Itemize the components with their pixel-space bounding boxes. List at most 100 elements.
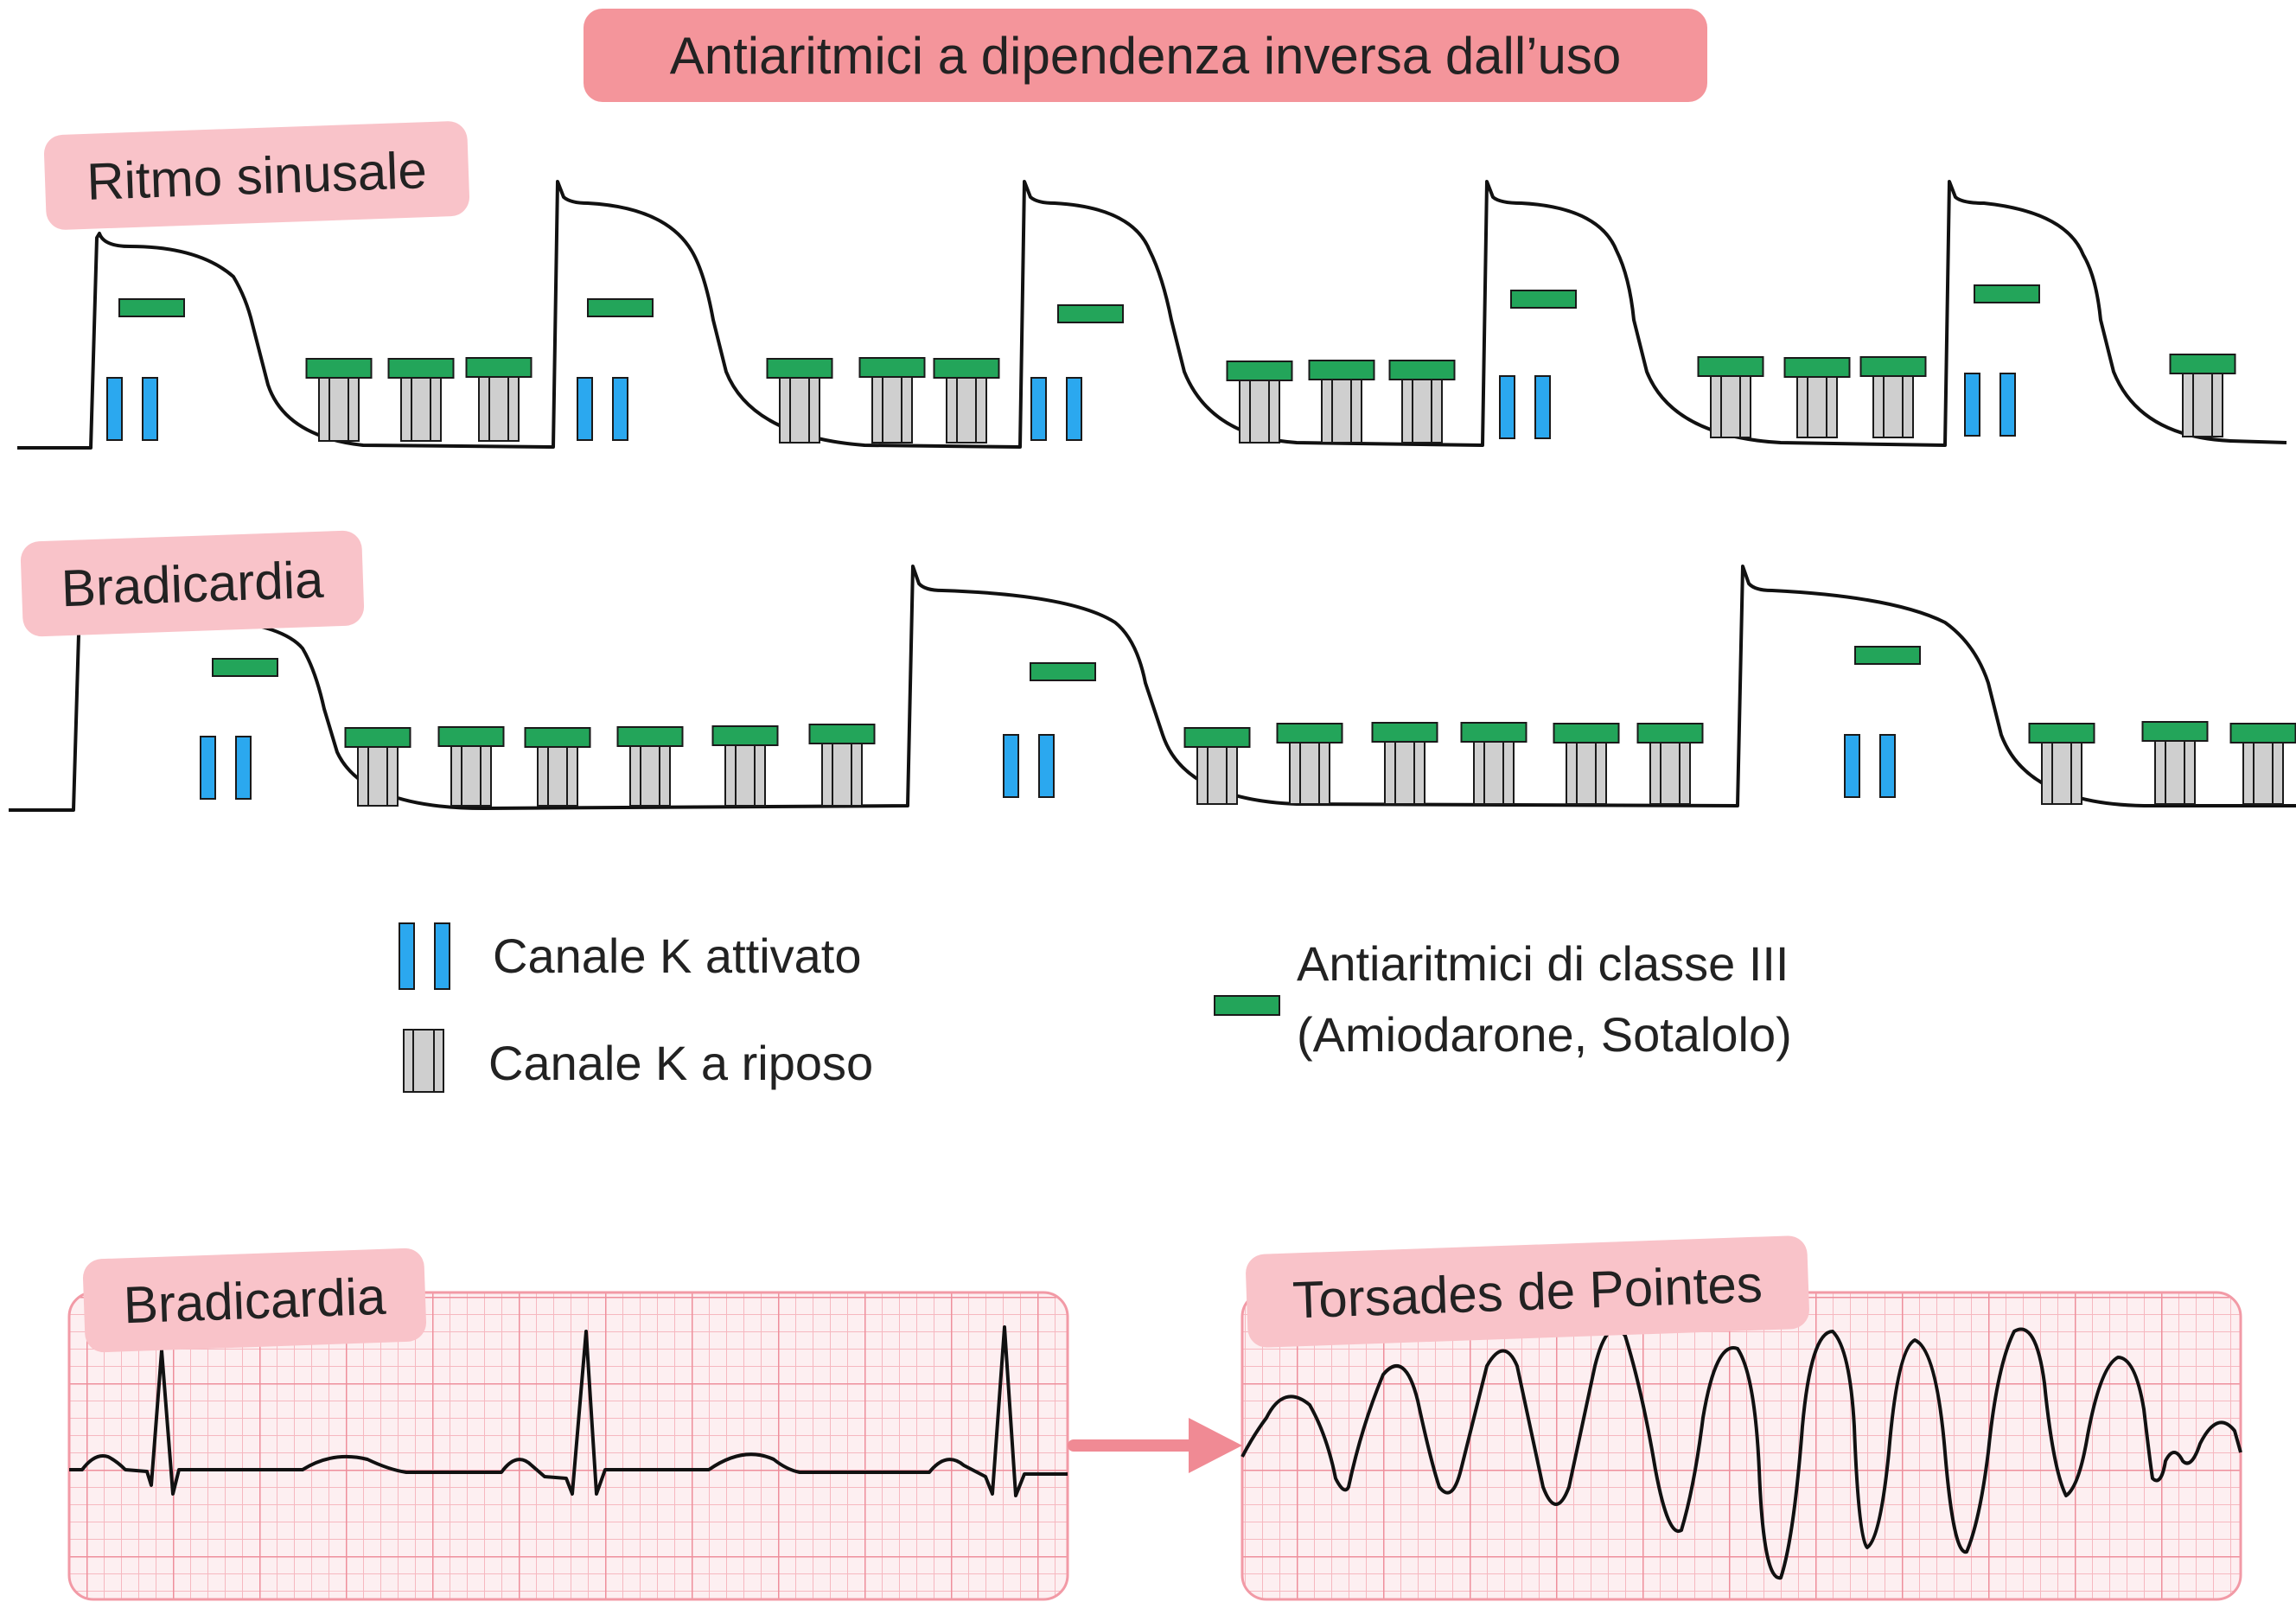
k-channel-resting <box>537 746 578 807</box>
drug-marker-bound <box>1308 360 1375 380</box>
k-channel-resting <box>2154 740 2196 805</box>
k-channel-activated <box>235 736 252 800</box>
drug-marker-bound <box>933 358 1000 379</box>
k-channel-resting <box>1566 742 1607 805</box>
sinus-action-potential-trace <box>17 180 2287 450</box>
drug-marker-bound <box>387 358 455 379</box>
ecg-torsades-strip <box>1240 1291 2242 1601</box>
k-channel-resting <box>1321 379 1362 444</box>
k-channel-activated <box>1999 373 2016 437</box>
legend-icons <box>399 922 1280 1093</box>
k-channel-activated <box>1499 375 1515 439</box>
k-channel-activated <box>1879 734 1896 798</box>
drug-marker <box>1510 290 1577 309</box>
drug-marker-bound <box>2141 721 2209 742</box>
k-channel-resting <box>318 377 360 442</box>
k-channel-resting <box>450 745 492 807</box>
k-channel-activated <box>1844 734 1860 798</box>
drug-marker-bound <box>711 725 779 746</box>
drug-marker-bound <box>1636 723 1704 743</box>
k-channel-resting <box>724 744 766 807</box>
drug-marker-bound <box>465 357 533 378</box>
drug-marker-bound <box>524 727 591 748</box>
legend-activated-icon <box>399 922 415 990</box>
k-channel-resting <box>478 376 520 442</box>
sinus-rhythm-label: Ritmo sinusale <box>43 120 470 231</box>
drug-marker-bound <box>437 726 505 747</box>
legend-drug-line1: Antiaritmici di classe III <box>1297 936 1789 991</box>
k-channel-activated <box>1038 734 1055 798</box>
k-channel-resting <box>357 746 399 807</box>
drug-marker-bound <box>1697 356 1764 377</box>
k-channel-resting <box>1289 742 1330 805</box>
k-channel-activated <box>1534 375 1551 439</box>
legend-activated-icon <box>434 922 450 990</box>
ecg-bradycardia-strip <box>67 1291 1069 1601</box>
drug-markers-plateau <box>118 284 2040 681</box>
k-channel-activated <box>1964 373 1980 437</box>
k-channel-resting <box>1401 379 1443 444</box>
k-channel-resting <box>2182 373 2223 437</box>
bradycardia-row-label: Bradicardia <box>20 530 365 637</box>
k-channel-resting <box>1196 746 1238 805</box>
bradycardia-action-potential-trace <box>9 565 2296 812</box>
activated-k-channels <box>106 373 2016 800</box>
k-channel-resting <box>946 377 987 444</box>
k-channel-activated <box>200 736 216 800</box>
drug-marker-bound <box>1553 723 1620 743</box>
ecg-bradycardia-label: Bradicardia <box>82 1248 427 1353</box>
drug-marker-bound <box>858 357 926 378</box>
drug-marker-bound <box>1859 356 1927 377</box>
k-channel-resting <box>1796 376 1838 438</box>
drug-marker-bound <box>2028 723 2095 743</box>
drug-marker-bound <box>1783 357 1851 378</box>
k-channel-resting <box>1649 742 1691 805</box>
legend-activated-label: Canale K attivato <box>493 929 862 983</box>
drug-marker-bound <box>808 724 876 744</box>
k-channel-activated <box>106 377 123 441</box>
k-channel-resting <box>821 743 863 807</box>
main-title: Antiaritmici a dipendenza inversa dall’u… <box>584 9 1707 102</box>
k-channel-resting <box>629 745 671 807</box>
k-channel-resting <box>871 376 913 444</box>
k-channel-resting <box>1473 741 1515 805</box>
k-channel-resting <box>2041 742 2082 805</box>
ecg-torsades-label: Torsades de Pointes <box>1245 1235 1810 1349</box>
k-channel-activated <box>1066 377 1082 441</box>
drug-marker <box>1030 662 1096 681</box>
drug-marker <box>118 298 185 317</box>
k-channel-activated <box>612 377 628 441</box>
resting-k-channels-with-drug <box>305 354 2296 807</box>
k-channel-resting <box>1872 375 1914 438</box>
drug-marker-bound <box>1388 360 1456 380</box>
drug-marker-bound <box>1460 722 1527 743</box>
drug-marker-bound <box>1183 727 1251 748</box>
k-channel-resting <box>1239 380 1280 444</box>
k-channel-activated <box>1030 377 1047 441</box>
drug-marker <box>1974 284 2040 303</box>
legend-resting-icon <box>403 1029 444 1093</box>
legend-drug-line2: (Amiodarone, Sotalolo) <box>1297 1007 1792 1062</box>
progression-arrow <box>1068 1418 1242 1473</box>
legend-drug-icon <box>1214 995 1280 1016</box>
k-channel-resting <box>779 377 820 444</box>
k-channel-activated <box>577 377 593 441</box>
drug-marker-bound <box>2169 354 2236 374</box>
k-channel-resting <box>400 377 442 442</box>
drug-marker-bound <box>766 358 833 379</box>
drug-marker-bound <box>1226 361 1293 381</box>
drug-marker-bound <box>344 727 411 748</box>
k-channel-activated <box>1003 734 1019 798</box>
k-channel-resting <box>1384 741 1425 805</box>
drug-marker <box>587 298 654 317</box>
drug-marker-bound <box>2229 723 2296 743</box>
drug-marker <box>1854 646 1921 665</box>
drug-marker <box>1057 304 1124 323</box>
drug-marker-bound <box>1276 723 1343 743</box>
k-channel-resting <box>2242 742 2284 805</box>
drug-marker-bound <box>616 726 684 747</box>
k-channel-activated <box>142 377 158 441</box>
drug-marker <box>212 658 278 677</box>
legend-resting-label: Canale K a riposo <box>488 1036 874 1090</box>
